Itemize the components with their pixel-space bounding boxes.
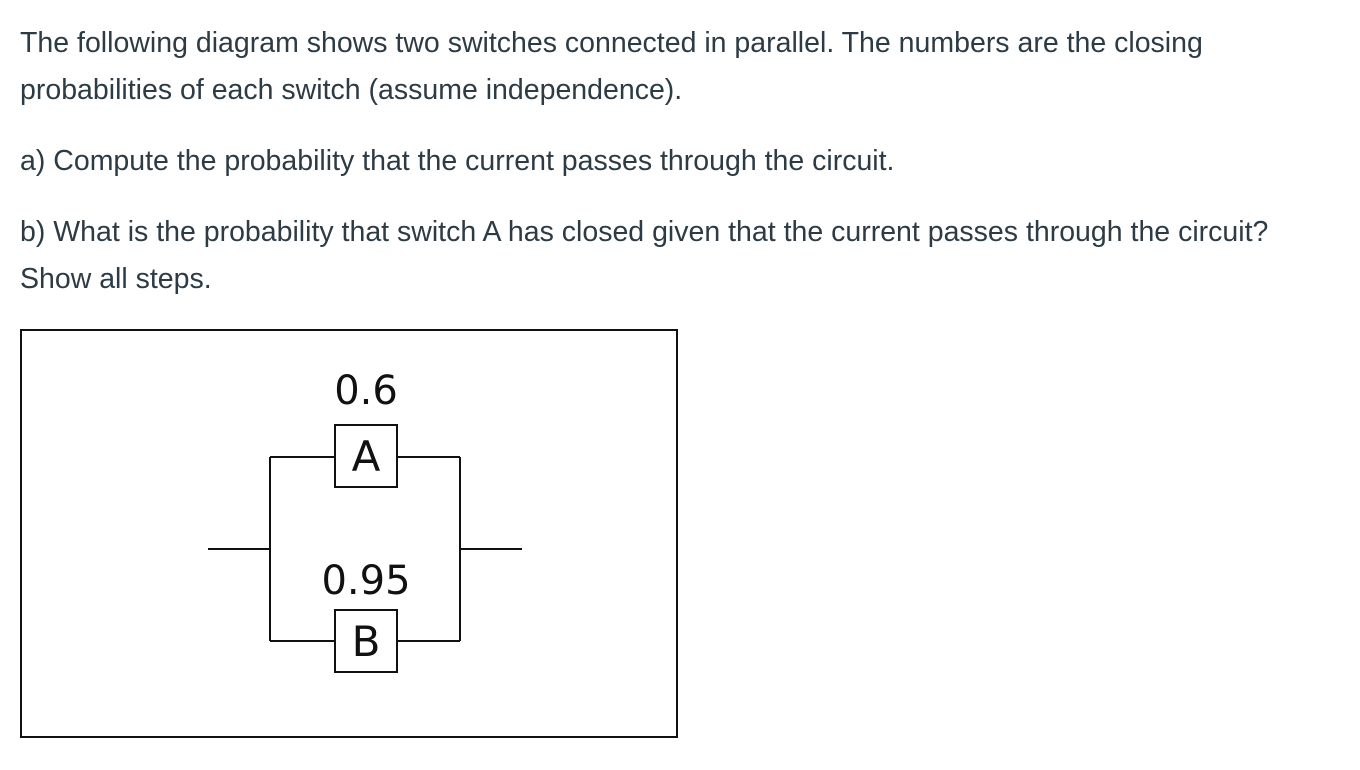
question-intro: The following diagram shows two switches… [20,27,1203,106]
question-part-b: b) What is the probability that switch A… [20,216,1269,295]
switch-a-probability: 0.6 [334,368,398,414]
switch-b-probability: 0.95 [321,558,410,604]
question-text: The following diagram shows two switches… [20,20,1340,327]
parallel-circuit-diagram: 0.6 A 0.95 B [20,329,678,738]
switch-a-label: A [352,432,381,481]
switch-b-box [334,609,398,673]
question-part-a: a) Compute the probability that the curr… [20,145,895,177]
switch-b-label: B [352,617,381,666]
circuit-svg: 0.6 A 0.95 B [208,368,522,673]
circuit-wires [208,456,522,642]
switch-a-box [334,424,398,488]
